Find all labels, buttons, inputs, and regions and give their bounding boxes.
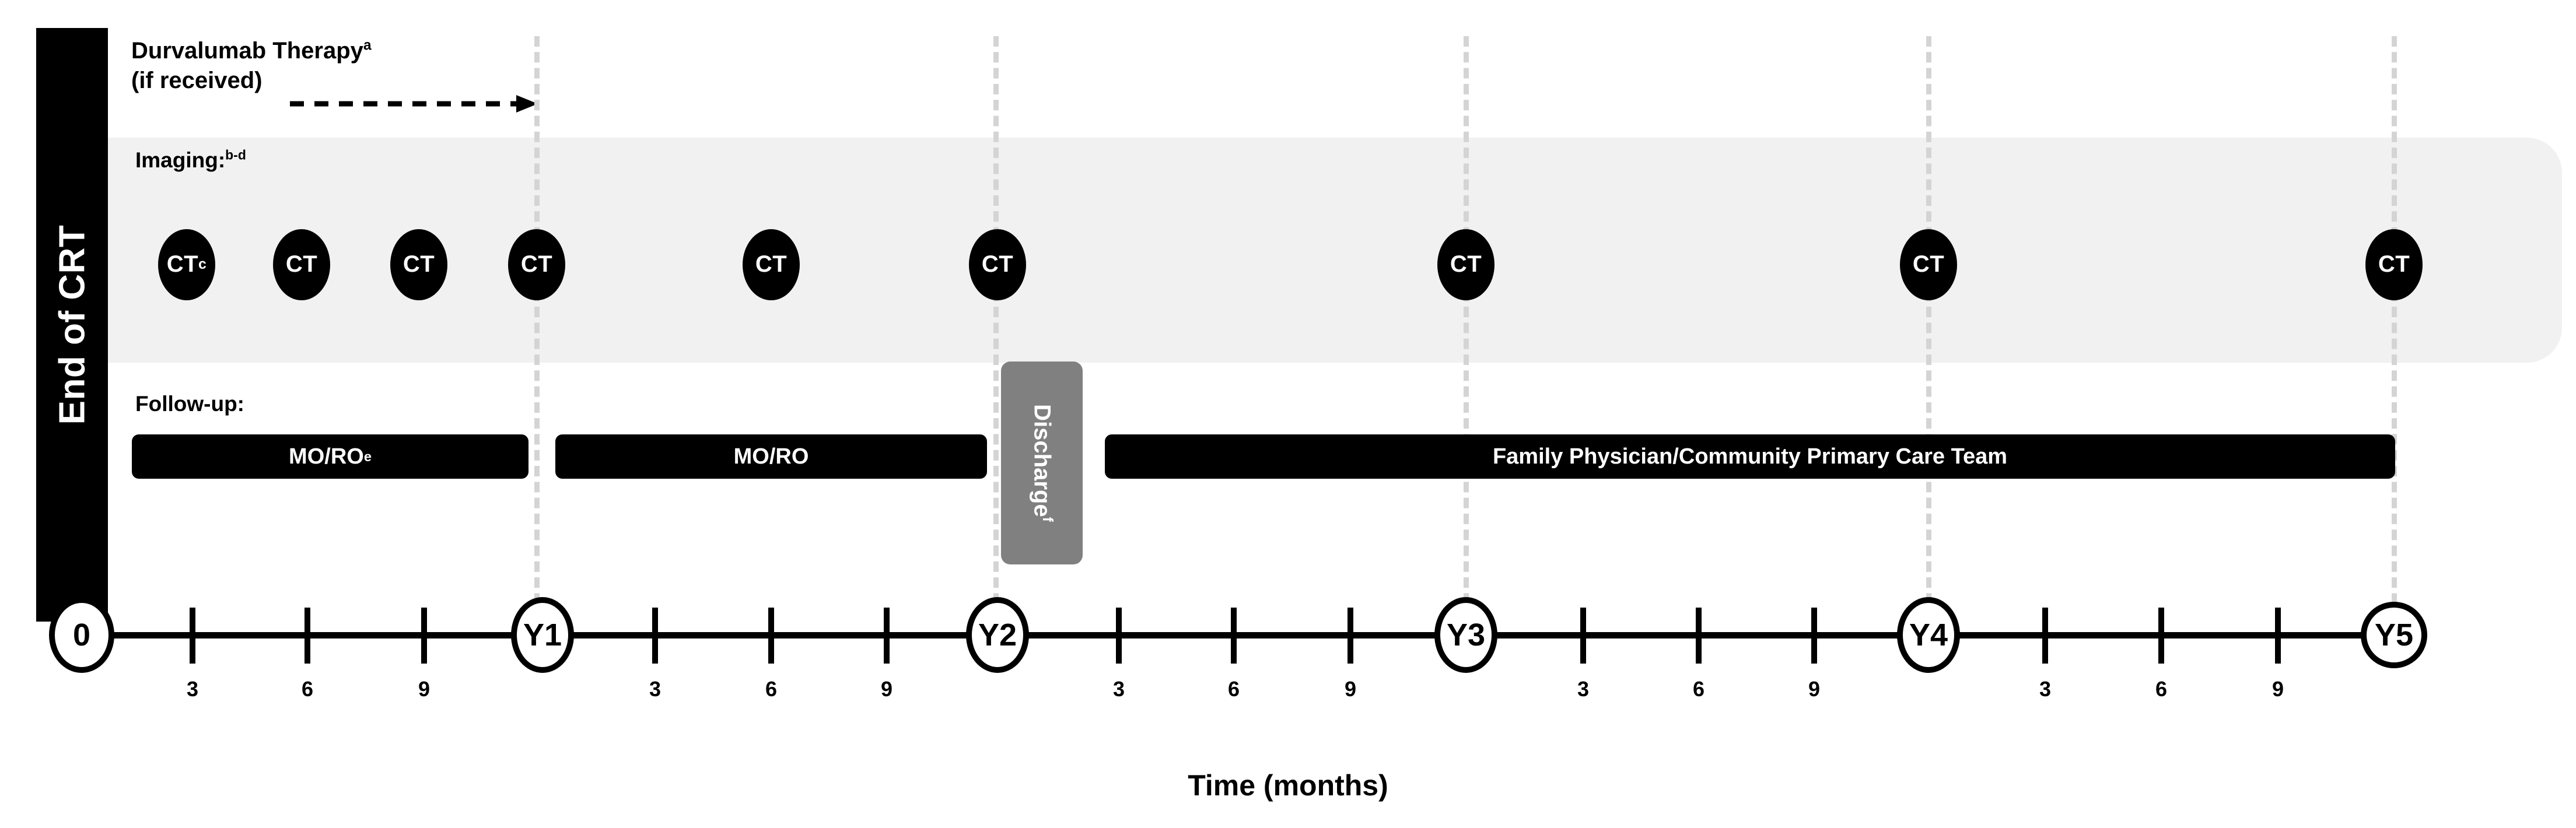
month-tick-label-7: 3 (1112, 677, 1125, 701)
month-tick-label-10: 3 (1577, 677, 1590, 701)
ct-node-label: CT (981, 251, 1014, 277)
month-tick-label-4: 3 (649, 677, 662, 701)
month-tick-10 (1580, 608, 1586, 664)
year-node-label: Y2 (978, 618, 1017, 652)
imaging-band (108, 138, 2562, 363)
ct-node-label: CT (1912, 251, 1945, 277)
discharge-label: Dischargef (1029, 404, 1055, 522)
imaging-label-footnote: b-d (225, 147, 246, 163)
ct-node-label: CT (285, 251, 318, 277)
month-tick-label-3: 9 (418, 677, 430, 701)
month-tick-label-12: 9 (1808, 677, 1821, 701)
year-node-y3: Y3 (1434, 597, 1497, 673)
month-tick-9 (1348, 608, 1353, 664)
ct-node-4: CT (508, 229, 565, 300)
discharge-box: Dischargef (1001, 362, 1083, 564)
durvalumab-dashed-arrow-icon (290, 95, 538, 113)
followup-bar-label: MO/RO (289, 444, 364, 469)
year-node-label: Y3 (1446, 618, 1486, 652)
end-of-crt-bar: End of CRT (36, 28, 108, 622)
month-tick-label-2: 6 (301, 677, 314, 701)
year-node-label: Y1 (523, 618, 562, 652)
durvalumab-title: Durvalumab Therapya (131, 36, 376, 66)
month-tick-label-13: 3 (2039, 677, 2052, 701)
followup-bar-2: MO/RO (555, 434, 987, 479)
year-node-0: 0 (49, 597, 114, 673)
ct-node-6: CT (969, 229, 1026, 300)
vertical-guide-3 (1464, 36, 1469, 636)
year-node-y2: Y2 (966, 597, 1029, 673)
followup-bar-label: Family Physician/Community Primary Care … (1492, 444, 2008, 469)
axis-title: Time (months) (1188, 769, 1388, 802)
year-node-y5: Y5 (2361, 602, 2427, 668)
ct-node-3: CT (390, 229, 447, 300)
month-tick-2 (304, 608, 310, 664)
month-tick-1 (190, 608, 195, 664)
month-tick-4 (652, 608, 658, 664)
imaging-label: Imaging:b-d (135, 148, 246, 173)
ct-node-label: CT (755, 251, 788, 277)
year-node-label: Y4 (1909, 618, 1948, 652)
month-tick-3 (421, 608, 427, 664)
year-node-y1: Y1 (511, 597, 574, 673)
month-tick-13 (2042, 608, 2048, 664)
month-tick-label-15: 9 (2272, 677, 2284, 701)
durvalumab-therapy-block: Durvalumab Therapya (if received) (131, 36, 376, 96)
ct-node-label: CT (1450, 251, 1482, 277)
month-tick-5 (768, 608, 774, 664)
month-tick-8 (1231, 608, 1237, 664)
vertical-guide-1 (534, 36, 540, 636)
followup-bar-label: MO/RO (733, 444, 809, 469)
year-node-label: Y5 (2374, 618, 2414, 652)
year-node-y4: Y4 (1897, 597, 1960, 673)
ct-node-label: CT (520, 251, 553, 277)
vertical-guide-4 (1926, 36, 1931, 636)
month-tick-label-11: 6 (1692, 677, 1705, 701)
month-tick-label-8: 6 (1227, 677, 1240, 701)
month-tick-label-6: 9 (880, 677, 893, 701)
month-tick-12 (1811, 608, 1817, 664)
discharge-label-text: Discharge (1029, 404, 1055, 517)
followup-bar-3: Family Physician/Community Primary Care … (1105, 434, 2395, 479)
durvalumab-title-text: Durvalumab Therapy (131, 38, 363, 64)
axis-baseline (82, 632, 2394, 638)
ct-node-label: CT (166, 251, 199, 277)
ct-node-9: CT (2365, 229, 2423, 300)
month-tick-6 (884, 608, 890, 664)
year-node-label: 0 (72, 618, 91, 652)
month-tick-7 (1116, 608, 1122, 664)
ct-node-7: CT (1437, 229, 1494, 300)
durvalumab-subtitle: (if received) (131, 68, 262, 94)
discharge-label-footnote: f (1039, 517, 1055, 522)
followup-label: Follow-up: (135, 392, 244, 416)
month-tick-11 (1696, 608, 1702, 664)
month-tick-label-5: 6 (765, 677, 778, 701)
vertical-guide-5 (2392, 36, 2397, 636)
month-tick-14 (2158, 608, 2164, 664)
month-tick-label-9: 9 (1344, 677, 1357, 701)
durvalumab-title-footnote: a (363, 37, 372, 54)
ct-node-2: CT (273, 229, 330, 300)
ct-node-5: CT (743, 229, 800, 300)
ct-node-label: CT (402, 251, 435, 277)
imaging-label-text: Imaging: (135, 148, 226, 172)
ct-node-8: CT (1900, 229, 1957, 300)
month-tick-label-1: 3 (186, 677, 199, 701)
ct-node-label: CT (2378, 251, 2410, 277)
month-tick-label-14: 6 (2155, 677, 2168, 701)
end-of-crt-label: End of CRT (52, 224, 92, 425)
vertical-guide-2 (993, 36, 999, 636)
month-tick-15 (2275, 608, 2281, 664)
